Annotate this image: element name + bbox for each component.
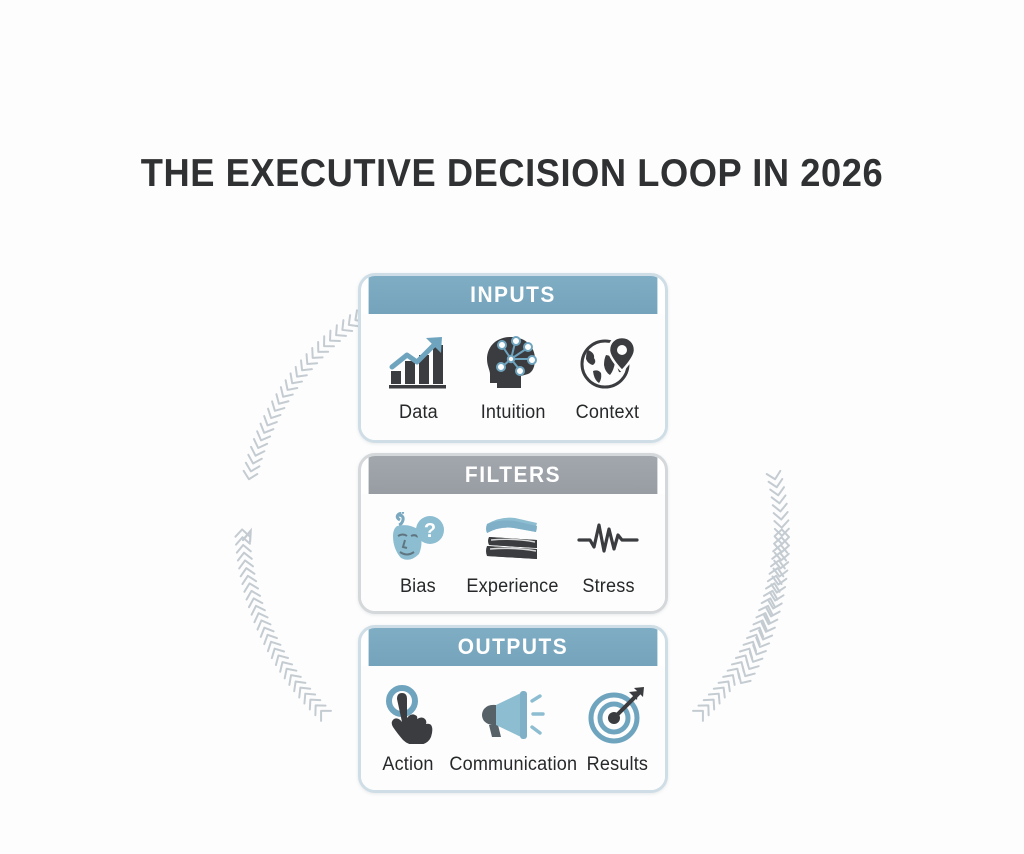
card-filters-body: ? Bias: [361, 494, 665, 611]
cell-results-label: Results: [586, 754, 649, 775]
hand-tap-icon: [379, 678, 437, 750]
card-outputs-body: Action Communi: [361, 666, 665, 790]
card-filters[interactable]: FILTERS ? Bias: [358, 453, 668, 614]
cell-stress[interactable]: Stress: [562, 506, 655, 598]
cell-results[interactable]: Results: [580, 678, 655, 776]
globe-location-pin-icon: [578, 326, 638, 398]
cell-data[interactable]: Data: [371, 326, 466, 424]
svg-text:?: ?: [424, 520, 436, 542]
page-title: THE EXECUTIVE DECISION LOOP IN 2026: [140, 152, 884, 195]
card-inputs-body: Data: [361, 314, 665, 440]
arrow-left-lower: [234, 528, 332, 722]
mask-question-icon: ?: [388, 506, 448, 572]
cell-intuition-label: Intuition: [480, 402, 546, 423]
card-outputs-header: OUTPUTS: [368, 628, 658, 666]
cell-communication[interactable]: Communication: [446, 678, 581, 776]
cell-stress-label: Stress: [582, 576, 635, 597]
card-outputs[interactable]: OUTPUTS Action: [358, 625, 668, 793]
cell-communication-label: Communication: [449, 754, 577, 775]
target-arrow-icon: [588, 678, 648, 750]
book-stack-icon: [481, 506, 545, 572]
cell-intuition[interactable]: Intuition: [466, 326, 561, 424]
head-network-icon: [481, 326, 545, 398]
cell-context[interactable]: Context: [560, 326, 655, 424]
cell-data-label: Data: [398, 402, 438, 423]
card-filters-header: FILTERS: [368, 456, 658, 494]
heartbeat-pulse-icon: [577, 506, 639, 572]
cell-action[interactable]: Action: [371, 678, 446, 776]
cell-action-label: Action: [382, 754, 435, 775]
arrow-right-upper: [737, 469, 791, 685]
arrow-right-lower: [692, 528, 790, 722]
megaphone-icon: [476, 678, 550, 750]
card-inputs[interactable]: INPUTS Data: [358, 273, 668, 443]
cell-bias-label: Bias: [399, 576, 436, 597]
cell-experience-label: Experience: [466, 576, 560, 597]
bar-chart-growth-icon: [387, 326, 449, 398]
cell-experience[interactable]: Experience: [464, 506, 561, 598]
cell-bias[interactable]: ? Bias: [371, 506, 464, 598]
cell-context-label: Context: [575, 402, 640, 423]
card-inputs-header: INPUTS: [368, 276, 658, 314]
